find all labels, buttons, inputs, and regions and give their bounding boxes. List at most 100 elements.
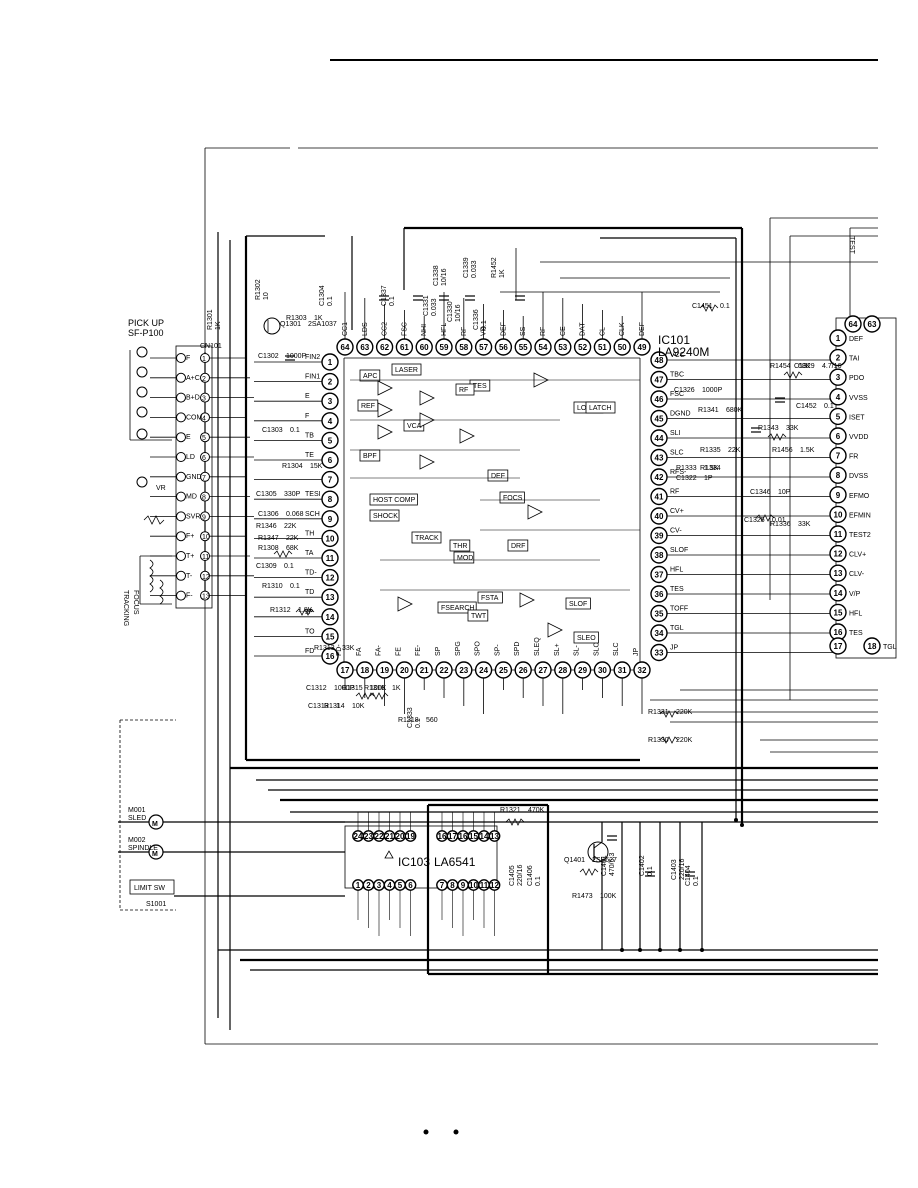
component-ref: R1333 bbox=[676, 465, 697, 472]
ic103-top-pin: 19 bbox=[406, 832, 415, 841]
vr-label: VR bbox=[156, 485, 166, 492]
svg-text:M: M bbox=[152, 821, 158, 828]
pin-circle bbox=[844, 315, 862, 333]
internal-block-label: FOCS bbox=[503, 495, 523, 502]
pin-circle bbox=[829, 544, 847, 563]
internal-block bbox=[369, 493, 418, 506]
ic101-bottom-pin-name: SLC bbox=[613, 642, 620, 656]
ic101-right-pin-name: DGND bbox=[670, 411, 691, 418]
ic101-top-pin-name: HFL bbox=[441, 323, 448, 336]
connector-pin-number: 6 bbox=[202, 455, 206, 462]
component-value: 1P bbox=[704, 475, 713, 482]
ic101-bottom-pin: 17 bbox=[341, 666, 350, 675]
resistor-symbol bbox=[783, 371, 803, 379]
ic101-pins: 1FIN22FIN13E4F5TB6TE78TESI9SCH10TH11TA12… bbox=[254, 292, 836, 714]
ic101-bottom-pin-name: SP- bbox=[494, 644, 501, 656]
ic103-top-pin: 20 bbox=[396, 832, 405, 841]
ic101-bottom-pin-name: SLO bbox=[593, 641, 600, 656]
amplifier-symbol bbox=[397, 596, 413, 612]
ic101-right-pin-name: RF bbox=[670, 489, 679, 496]
ic101-right-pin-name: CV- bbox=[670, 528, 682, 535]
component-ref: C1403 bbox=[671, 859, 678, 880]
ic102-pin-name: CLV+ bbox=[849, 552, 866, 559]
component-ref: C1329 bbox=[794, 363, 815, 370]
ic101-top-pin-name: CC2 bbox=[382, 322, 389, 336]
component-value: 10K bbox=[352, 703, 365, 710]
ic103-part: LA6541 bbox=[434, 855, 476, 869]
ic101-left-pin: 4 bbox=[328, 417, 333, 426]
ic101-right-pin-name: SLOF bbox=[670, 547, 688, 554]
connector-pin-number: 13 bbox=[202, 594, 210, 601]
ic101-left-pin: 6 bbox=[328, 456, 333, 465]
connector-signal-name: MD bbox=[186, 494, 197, 501]
ic103-top-pin: 21 bbox=[385, 832, 394, 841]
ic101-top-pin-name: LDS bbox=[362, 322, 369, 336]
internal-block-label: RF bbox=[459, 387, 468, 394]
tracking-label: TRACKING bbox=[122, 590, 129, 626]
ic101-bottom-pin: 32 bbox=[638, 666, 647, 675]
component-value: 68K bbox=[286, 545, 299, 552]
component-ref: R1331 bbox=[648, 709, 669, 716]
ic101-top-pin-name: DEF bbox=[639, 322, 646, 336]
amplifier-symbol bbox=[377, 402, 393, 418]
ic103-bottom-pin: 9 bbox=[461, 881, 466, 890]
ic102-pin: 63 bbox=[868, 320, 877, 329]
ic101-left-pin: 14 bbox=[326, 613, 335, 622]
internal-block-label: APC bbox=[363, 373, 377, 380]
component-ref: C1346 bbox=[750, 489, 771, 496]
ic101-top-pin-name: CC1 bbox=[342, 322, 349, 336]
ic102-pin-name: CLV- bbox=[849, 571, 865, 578]
ic103-bottom-pin: 10 bbox=[469, 881, 478, 890]
connector-pin-number: 1 bbox=[202, 356, 206, 363]
sled-label: SLED bbox=[128, 815, 146, 822]
ic102-pin: 13 bbox=[834, 569, 843, 578]
ic101-right-pin: 45 bbox=[655, 415, 664, 424]
ic103-top-pin: 23 bbox=[364, 832, 373, 841]
ic101-right-pin-name: SLC bbox=[670, 450, 684, 457]
resistor-symbol bbox=[273, 550, 293, 558]
component-value: 22K bbox=[284, 523, 297, 530]
ic101-left-pin-name: TH bbox=[305, 530, 314, 537]
component-ref: Q1401 bbox=[564, 857, 585, 864]
ic101-left-pin: 13 bbox=[326, 593, 335, 602]
ic103-bottom-pin: 2 bbox=[366, 881, 371, 890]
ic101-top-pin: 64 bbox=[341, 343, 350, 352]
ic103-bottom-pin: 5 bbox=[398, 881, 403, 890]
pin-circle bbox=[829, 603, 847, 622]
component-ref: R1308 bbox=[258, 545, 279, 552]
ic102-pin: 11 bbox=[834, 530, 843, 539]
internal-block-label: FSEARCH bbox=[441, 605, 474, 612]
component-value: 0.033 bbox=[471, 260, 478, 278]
component-value: 0.1 bbox=[481, 320, 488, 330]
component-value: 1K bbox=[215, 321, 222, 330]
ic101-top-pin-name: RF bbox=[540, 327, 547, 336]
component-ref: C1305 bbox=[256, 491, 277, 498]
component-ref: C1331 bbox=[423, 295, 430, 316]
internal-block bbox=[455, 383, 475, 396]
ic102-pin-name: EFMO bbox=[849, 493, 870, 500]
ic101-bottom-pin: 24 bbox=[479, 666, 488, 675]
connector-contact bbox=[200, 353, 210, 363]
ic102-pin: 12 bbox=[834, 550, 843, 559]
component-ref: R1302 bbox=[255, 279, 262, 300]
ic102-pin: 16 bbox=[834, 628, 843, 637]
component-ref: C1302 bbox=[258, 353, 279, 360]
ic101-bottom-pin: 21 bbox=[420, 666, 429, 675]
ic101-internal-blocks: APCLASERREFVCATESRFBPFLOGICHOST COMPSHOC… bbox=[350, 363, 640, 644]
internal-block-label: TRACK bbox=[415, 535, 439, 542]
component-value: 0.1 bbox=[415, 718, 422, 728]
ic101-right-pin: 42 bbox=[655, 473, 664, 482]
ic102-pin: 9 bbox=[836, 491, 841, 500]
connector-signal-name: F- bbox=[186, 593, 193, 600]
component-ref: R1321 bbox=[500, 807, 521, 814]
ic102-pin: 6 bbox=[836, 432, 841, 441]
ic101-right-pin: 41 bbox=[655, 493, 664, 502]
component-value: 220/16 bbox=[679, 858, 686, 880]
component-ref: C1402 bbox=[639, 855, 646, 876]
ic101-bottom-pin-name: FE bbox=[395, 647, 402, 656]
ic101-right-pin: 47 bbox=[655, 376, 664, 385]
connector-pin-number: 12 bbox=[202, 574, 210, 581]
ic101-left-pin: 16 bbox=[326, 652, 335, 661]
ic103-bottom-pin: 3 bbox=[377, 881, 382, 890]
ic101-top-pin-name: NHI bbox=[421, 324, 428, 336]
